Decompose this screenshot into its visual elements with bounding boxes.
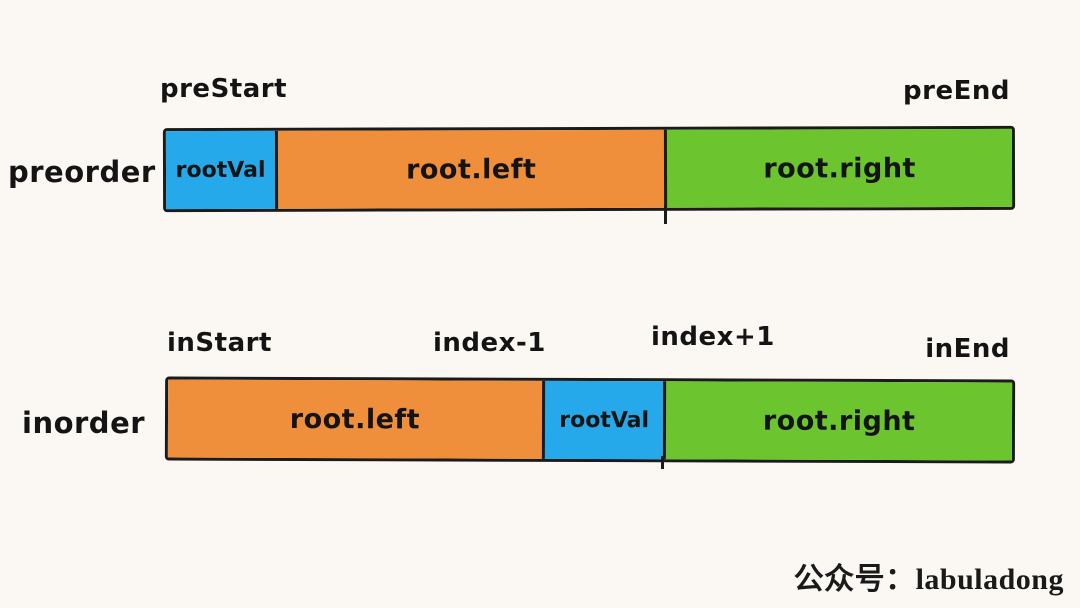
- preorder-segment-root-right: root.right: [664, 128, 1013, 208]
- inorder-segment-root-left: root.left: [167, 379, 543, 459]
- inorder-segment-rootval: rootVal: [541, 380, 664, 460]
- divider-tick: [664, 206, 667, 224]
- divider-tick: [661, 456, 664, 469]
- prestart-pointer-label: preStart: [160, 74, 288, 104]
- inorder-segment-root-right: root.right: [663, 381, 1013, 461]
- preorder-array-bar: rootVal root.left root.right: [162, 125, 1016, 213]
- inorder-row-label: inorder: [22, 406, 146, 440]
- preorder-segment-root-left: root.left: [275, 129, 665, 209]
- inorder-array-bar: root.left rootVal root.right: [164, 376, 1016, 464]
- preorder-row-label: preorder: [8, 155, 156, 189]
- watermark: 公众号：labuladong: [793, 563, 1064, 596]
- preorder-segment-rootval: rootVal: [165, 130, 276, 210]
- inend-pointer-label: inEnd: [925, 334, 1010, 364]
- index-minus-1-pointer-label: index-1: [433, 328, 546, 358]
- instart-pointer-label: inStart: [167, 328, 272, 358]
- preend-pointer-label: preEnd: [903, 76, 1010, 106]
- index-plus-1-pointer-label: index+1: [651, 322, 775, 352]
